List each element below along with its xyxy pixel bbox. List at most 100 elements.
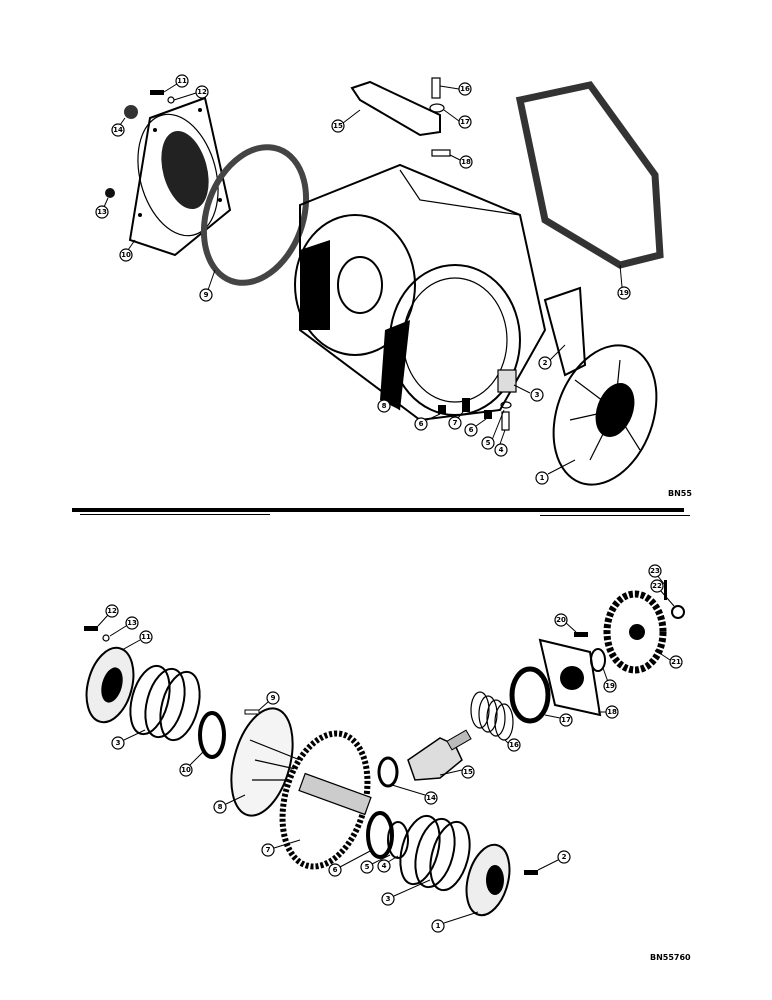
bolt-4 (501, 411, 510, 431)
svg-text:8: 8 (218, 803, 223, 811)
callout-top-8: 8 (377, 399, 401, 413)
callout-bot-17: 17 (544, 713, 573, 727)
washer-17 (429, 103, 445, 113)
callout-bot-13: 13 (109, 616, 139, 637)
bolt-20 (574, 632, 588, 637)
svg-text:2: 2 (543, 359, 548, 367)
bolt-11 (150, 90, 164, 95)
bottom-reference-code: BN55760 (650, 953, 691, 962)
callout-top-15: 15 (331, 109, 361, 133)
callout-bot-20: 20 (554, 613, 577, 633)
rear-cover-plate (128, 96, 232, 257)
callout-top-16: 16 (439, 82, 472, 96)
svg-text:5: 5 (486, 439, 491, 447)
svg-text:11: 11 (141, 633, 151, 641)
svg-text:9: 9 (271, 694, 276, 702)
svg-text:18: 18 (607, 708, 617, 716)
callout-top-11: 11 (163, 74, 189, 93)
svg-text:13: 13 (97, 208, 107, 216)
callout-bot-11: 11 (121, 630, 153, 651)
callout-bot-3a: 3 (111, 729, 146, 750)
callout-top-12: 12 (173, 85, 209, 101)
callout-bot-8: 8 (213, 794, 246, 814)
svg-text:16: 16 (509, 741, 519, 749)
svg-text:4: 4 (499, 446, 504, 454)
callout-bot-22: 22 (650, 579, 675, 607)
svg-text:14: 14 (113, 126, 123, 134)
shim-plate (543, 286, 587, 377)
top-exploded-view: 11 12 14 13 10 9 15 16 17 18 19 2 3 8 6 … (95, 74, 692, 498)
svg-text:10: 10 (181, 766, 191, 774)
svg-text:13: 13 (127, 619, 137, 627)
transmission-housing (294, 163, 547, 422)
section-divider (72, 508, 690, 516)
callout-bot-6: 6 (328, 849, 373, 877)
svg-text:6: 6 (333, 866, 338, 874)
callout-bot-10: 10 (179, 749, 206, 777)
shim-pack-left (129, 664, 201, 742)
front-cover (552, 344, 658, 486)
cap-14 (124, 105, 138, 119)
bolt-16 (431, 77, 441, 99)
callout-bot-21: 21 (654, 649, 683, 669)
callout-bot-23: 23 (648, 564, 666, 586)
bottom-exploded-view: 12 13 11 3 10 9 8 7 6 5 4 3 1 2 14 15 16… (84, 564, 691, 962)
callout-top-19: 19 (617, 264, 631, 300)
svg-text:19: 19 (605, 682, 615, 690)
callout-bot-3b: 3 (381, 879, 431, 906)
svg-text:5: 5 (365, 863, 370, 871)
plug-6a (438, 405, 446, 414)
svg-text:10: 10 (121, 251, 131, 259)
plate-3 (497, 369, 517, 393)
callout-top-6a: 6 (414, 413, 441, 431)
pinion-gear (407, 737, 463, 781)
callout-top-9: 9 (199, 269, 216, 302)
callout-top-3: 3 (513, 384, 544, 402)
spring-16 (470, 691, 514, 741)
differential-shaft (298, 772, 372, 816)
shim-pack-right (399, 814, 471, 892)
callout-bot-16: 16 (504, 738, 521, 752)
bearing-6 (366, 811, 394, 859)
callout-bot-4: 4 (377, 855, 399, 873)
bearing-plate (538, 638, 602, 717)
svg-text:11: 11 (177, 77, 187, 85)
svg-text:15: 15 (333, 122, 343, 130)
callout-top-6b: 6 (464, 418, 487, 437)
callout-top-13: 13 (95, 197, 109, 219)
callout-top-18: 18 (449, 154, 473, 169)
washer-5 (500, 401, 512, 409)
svg-text:12: 12 (107, 607, 117, 615)
svg-text:15: 15 (463, 768, 473, 776)
callout-bot-2: 2 (537, 850, 571, 871)
bolt-9 (244, 709, 260, 715)
callout-bot-18: 18 (598, 705, 619, 719)
svg-text:8: 8 (382, 402, 387, 410)
svg-text:3: 3 (116, 739, 121, 747)
bolt-2 (524, 870, 538, 875)
washer-13 (102, 634, 110, 642)
nut-22 (671, 605, 685, 619)
washer-12 (167, 96, 175, 104)
svg-text:16: 16 (460, 85, 470, 93)
svg-text:6: 6 (469, 426, 474, 434)
pin-23 (664, 580, 667, 600)
bearing-10 (198, 711, 226, 759)
callout-bot-7: 7 (261, 839, 301, 857)
callout-top-10: 10 (119, 239, 136, 262)
svg-text:3: 3 (386, 895, 391, 903)
callout-top-2: 2 (538, 344, 566, 370)
svg-text:21: 21 (671, 658, 681, 666)
svg-text:17: 17 (561, 716, 571, 724)
callout-top-14: 14 (111, 117, 126, 137)
svg-text:3: 3 (535, 391, 540, 399)
lift-bracket (350, 80, 441, 137)
callout-top-17: 17 (443, 109, 472, 129)
svg-text:2: 2 (562, 853, 567, 861)
callout-bot-14: 14 (391, 784, 438, 805)
washer-19 (590, 648, 606, 672)
bearing-14 (377, 756, 399, 788)
svg-text:14: 14 (426, 794, 436, 802)
callout-bot-5: 5 (360, 854, 391, 874)
